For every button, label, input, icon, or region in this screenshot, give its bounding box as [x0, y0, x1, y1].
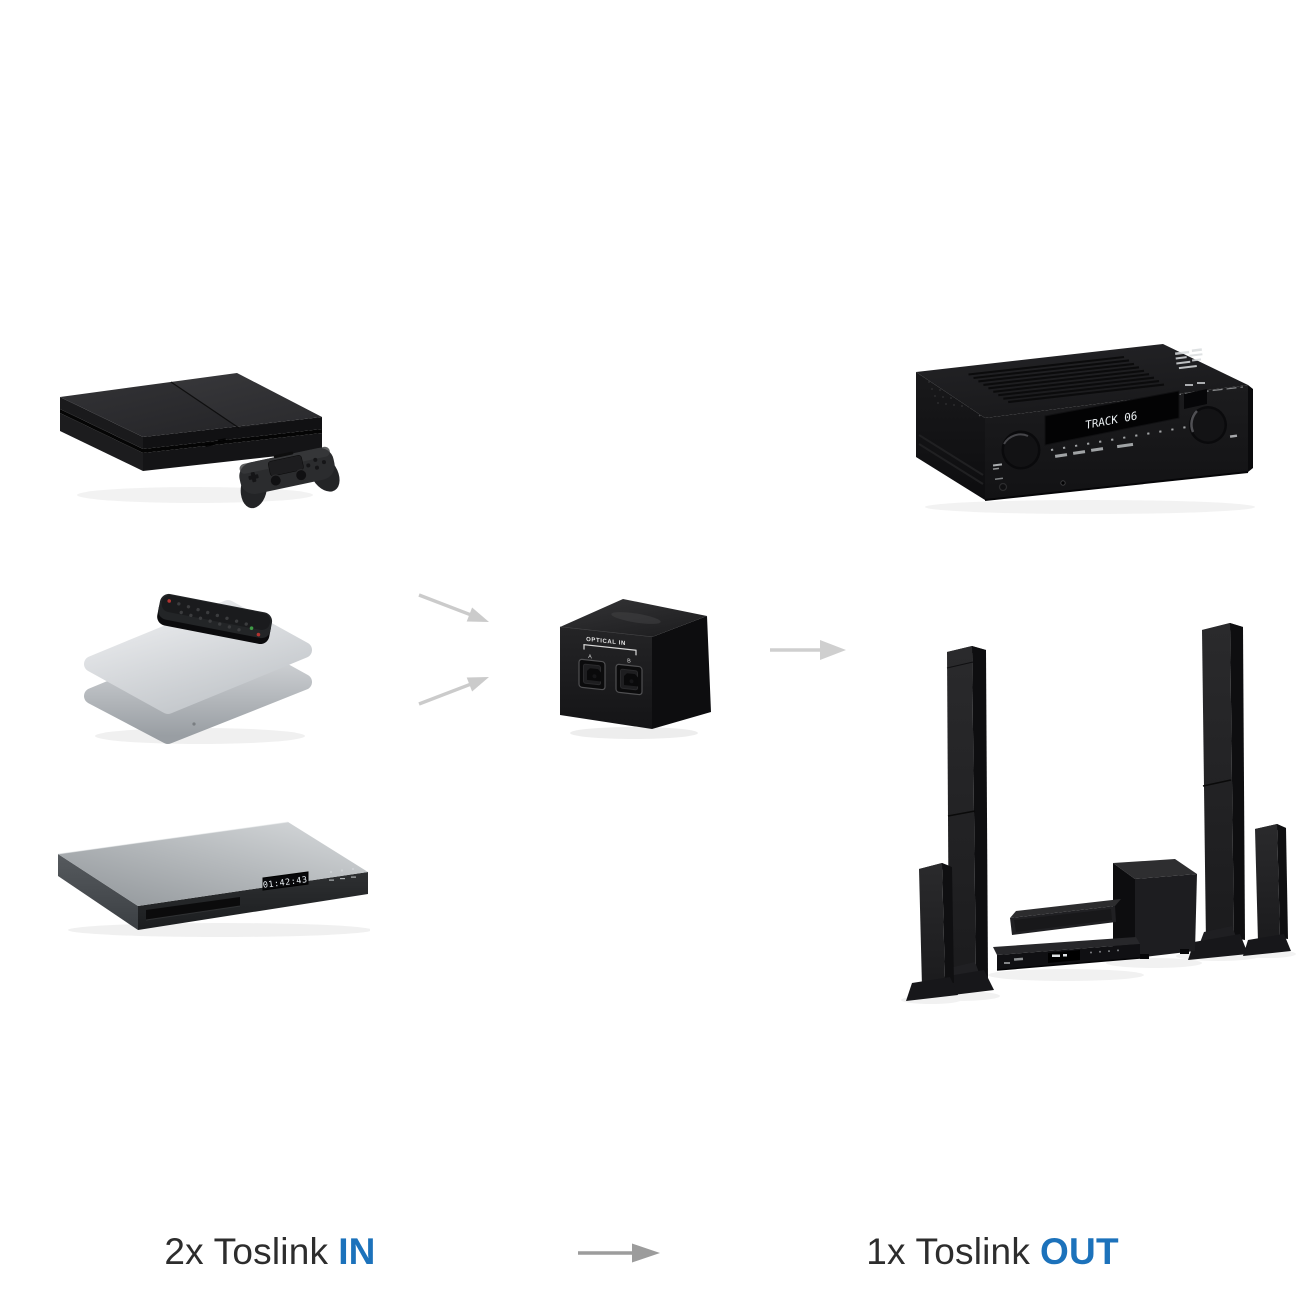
center-channel-speaker [1010, 899, 1121, 935]
volume-knob-right [1189, 406, 1227, 444]
headphone-jack [1060, 480, 1066, 486]
power-button [998, 482, 1008, 492]
toslink-port-a [578, 658, 606, 691]
satellite-speaker-left [906, 863, 958, 1001]
av-receiver-image: TRACK 06 [916, 344, 1255, 514]
port-a-label: A [588, 654, 592, 660]
tower-speaker-front-right [1188, 623, 1248, 960]
optical-in-label: OPTICAL IN [586, 637, 626, 647]
brand-emboss [611, 612, 661, 624]
front-tick-row [1050, 423, 1206, 451]
switch-front-panel: OPTICAL IN A B [578, 637, 643, 696]
power-led [192, 722, 196, 726]
receiver-shadow [925, 500, 1255, 514]
switch-shadow [570, 727, 698, 739]
toslink-port-b [615, 663, 643, 696]
home-theater-base-unit [993, 937, 1141, 971]
dvd-player-image: 01:42:43 [57, 821, 370, 937]
port-b-label: B [627, 658, 631, 664]
controller-stick-right [295, 469, 308, 482]
panel-bracket [583, 643, 637, 656]
controller-buttons [248, 457, 326, 483]
top-vents [968, 355, 1165, 404]
speaker-shadows [901, 950, 1296, 1004]
dvd-buttons [329, 867, 356, 881]
side-grooves [918, 434, 984, 485]
home-theater-speakers-image [901, 623, 1296, 1004]
dvd-front-face [138, 872, 368, 930]
output-caption-highlight: OUT [1040, 1231, 1119, 1272]
dvd-shadow [68, 923, 370, 937]
dvd-left-face [58, 854, 138, 930]
output-arrow [770, 640, 846, 660]
toslink-switch-image: OPTICAL IN A B [559, 599, 711, 739]
volume-knob-left [1001, 430, 1041, 470]
base-unit-buttons [1090, 949, 1119, 954]
remote-control [157, 593, 273, 644]
game-controller [239, 446, 340, 509]
base-unit-logo [1013, 957, 1024, 961]
input-arrow-bottom [418, 682, 471, 706]
remote-red-button-2 [256, 632, 261, 637]
receiver-front-face [985, 385, 1248, 500]
dvd-display [262, 871, 309, 891]
game-console-image [60, 373, 340, 509]
usb-ports [205, 438, 227, 447]
source-label-dashes [1054, 442, 1134, 458]
caption-arrow [578, 1243, 660, 1263]
format-badges [1174, 348, 1203, 370]
console-seam [170, 381, 240, 429]
disc-tray [146, 897, 240, 920]
inputs-caption-text: 2x Toslink [164, 1231, 329, 1272]
remote-red-button [167, 599, 172, 603]
input-arrow-top [418, 593, 471, 617]
receiver-left-face [916, 372, 985, 500]
console-top [60, 373, 322, 437]
front-left-controls [992, 463, 1066, 492]
preset-window [1184, 389, 1207, 409]
switch-front-face [560, 627, 652, 729]
receiver-display [1044, 390, 1180, 446]
input-arrows [418, 593, 489, 706]
controller-stick-left [269, 474, 282, 487]
controller-touchpad [267, 455, 304, 477]
dvd-top-face [58, 822, 368, 906]
subwoofer [1113, 859, 1197, 959]
remote-green-button [249, 626, 254, 630]
controller-lightbar [273, 451, 294, 459]
output-caption-text: 1x Toslink [866, 1231, 1031, 1272]
streaming-box-with-remote-image [84, 593, 312, 744]
console-shadow [77, 487, 313, 503]
satellite-speaker-right [1243, 824, 1291, 956]
switch-right-face [652, 616, 711, 729]
inputs-caption-highlight: IN [338, 1231, 376, 1272]
remote-buttons [177, 602, 248, 632]
